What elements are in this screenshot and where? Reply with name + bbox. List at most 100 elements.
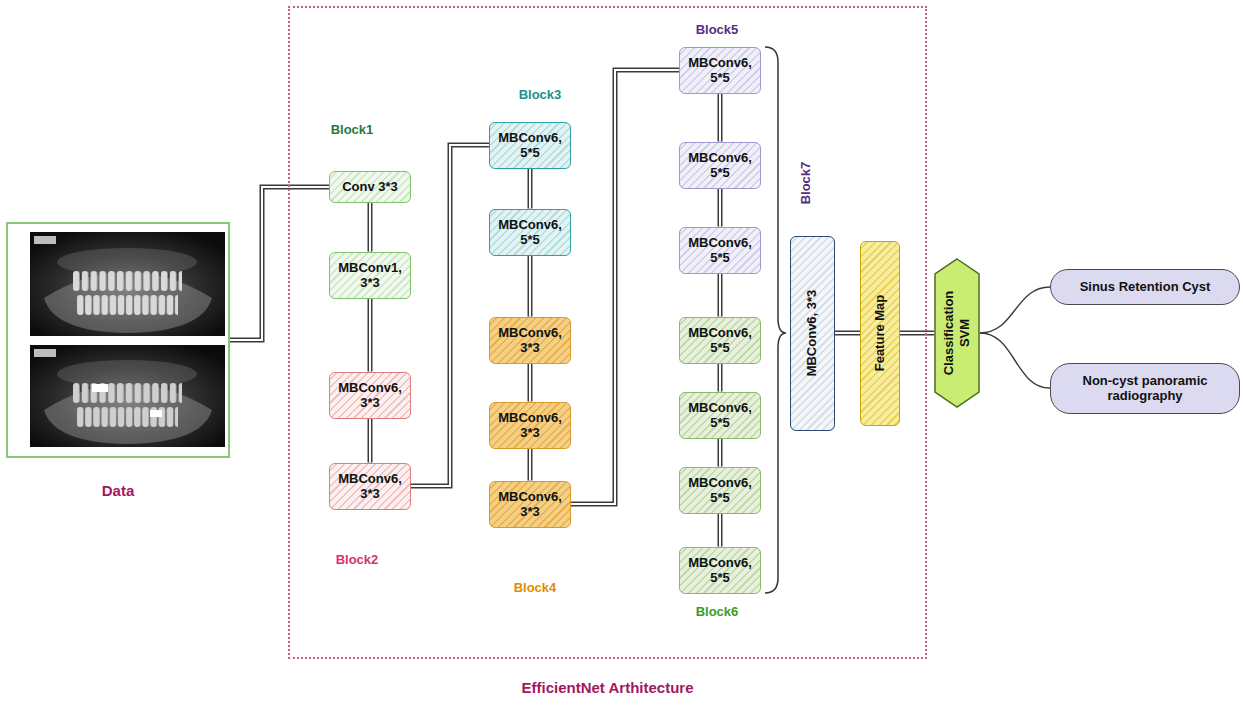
connector-line <box>718 364 723 392</box>
xray-image <box>30 232 225 336</box>
connector <box>900 333 934 334</box>
conv-block: MBConv6, 5*5 <box>679 547 761 594</box>
dental-crown <box>92 384 108 392</box>
connector-line <box>368 419 373 463</box>
layer-label: MBConv1, 3*3 <box>334 260 406 291</box>
layer-label: MBConv6, 5*5 <box>494 217 566 248</box>
connector-inner <box>411 145 489 486</box>
connector-line <box>718 439 723 467</box>
feature-map-box: Feature Map <box>860 241 900 426</box>
connector-line <box>528 449 533 481</box>
connector <box>720 364 721 392</box>
connector-inner <box>529 169 531 209</box>
film-marker <box>34 349 56 357</box>
connector-inner <box>719 364 721 392</box>
connector-inner <box>719 514 721 547</box>
conv-block: MBConv6, 3*3 <box>329 372 411 419</box>
connector-line <box>368 299 373 372</box>
connector-inner <box>369 203 371 252</box>
conv-block: MBConv6, 3*3 <box>489 402 571 449</box>
classifier-hexagon: Classification SVM <box>934 258 980 408</box>
layer-label: MBConv6, 5*5 <box>684 150 756 181</box>
layer-label: MBConv6, 3*3 <box>494 410 566 441</box>
region-caption: EfficientNet Arthitecture <box>522 679 694 697</box>
connector <box>980 333 1050 388</box>
upper-teeth <box>72 382 182 404</box>
connector <box>720 439 721 467</box>
connector <box>230 187 329 340</box>
connector <box>370 299 371 372</box>
upper-teeth <box>72 270 182 292</box>
layer-label: MBConv6, 3*3 <box>334 471 406 502</box>
layer-label: MBConv6, 5*5 <box>684 325 756 356</box>
conv-block: MBConv6, 3*3 <box>489 317 571 364</box>
connector-inner <box>529 364 531 402</box>
connector-line <box>980 287 1050 333</box>
connector-line <box>900 331 934 336</box>
connector <box>571 70 679 504</box>
connector <box>530 169 531 209</box>
layer-label: MBConv6, 3*3 <box>494 489 566 520</box>
connector <box>720 274 721 317</box>
connector-inner <box>571 70 679 504</box>
layer-label: Conv 3*3 <box>334 179 406 195</box>
layer-label: MBConv6, 5*5 <box>684 475 756 506</box>
connector-line <box>368 203 373 252</box>
class-label: Sinus Retention Cyst <box>1059 279 1231 295</box>
connector <box>720 514 721 547</box>
conv-block: MBConv6, 5*5 <box>489 122 571 169</box>
connector <box>720 94 721 142</box>
connector-line <box>835 331 861 336</box>
connector <box>530 449 531 481</box>
connector-line <box>571 70 679 504</box>
connector-inner <box>230 187 329 340</box>
connector <box>411 145 489 486</box>
layer-label: MBConv6, 5*5 <box>684 55 756 86</box>
connector-inner <box>719 189 721 227</box>
layer-label: MBConv6, 3*3 <box>494 325 566 356</box>
block-label: Block7 <box>798 162 814 205</box>
connector-line <box>230 187 329 340</box>
connector <box>370 419 371 463</box>
block-label: Block3 <box>519 87 562 103</box>
hexagon-outline <box>935 259 979 407</box>
class-label: Non-cyst panoramic radiography <box>1059 373 1231 404</box>
connector <box>370 203 371 252</box>
connector <box>980 287 1050 333</box>
data-panel: Data <box>6 222 230 458</box>
connector-inner <box>835 332 861 334</box>
layer-label: MBConv6, 5*5 <box>684 400 756 431</box>
block-label: Block4 <box>514 580 557 596</box>
conv-block: Conv 3*3 <box>329 171 411 203</box>
output-pill: Non-cyst panoramic radiography <box>1050 363 1240 414</box>
conv-block: MBConv1, 3*3 <box>329 252 411 299</box>
lower-teeth <box>76 294 178 316</box>
layer-label: MBConv6, 3*3 <box>334 380 406 411</box>
feature-map-label: Feature Map <box>872 295 888 372</box>
connector-line <box>718 94 723 142</box>
connector-inner <box>369 299 371 372</box>
block-label: Block5 <box>696 22 739 38</box>
connector-line <box>411 145 489 486</box>
conv-block: MBConv6, 5*5 <box>679 47 761 94</box>
connector-line <box>528 364 533 402</box>
conv-block: MBConv6, 3*3 <box>329 463 411 510</box>
connector-line <box>528 169 533 209</box>
connector <box>835 333 861 334</box>
connector <box>530 364 531 402</box>
conv-block: MBConv6, 5*5 <box>489 209 571 256</box>
xray-ground <box>30 232 225 336</box>
connector-line <box>718 514 723 547</box>
block-label: Block2 <box>336 552 379 568</box>
xray-image <box>30 345 225 447</box>
conv-block: MBConv6, 5*5 <box>679 142 761 189</box>
connector-inner <box>900 332 934 334</box>
connector-line <box>718 189 723 227</box>
conv-block: MBConv6, 5*5 <box>679 227 761 274</box>
connector-line <box>718 274 723 317</box>
dental-crown <box>150 410 162 417</box>
film-marker <box>34 236 56 244</box>
